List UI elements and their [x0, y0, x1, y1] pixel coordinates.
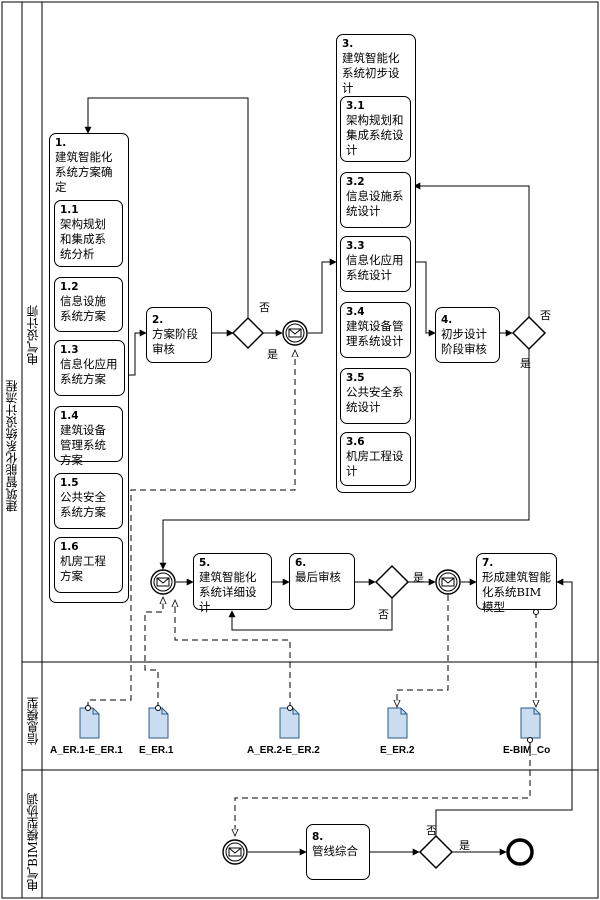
gateway-3 [374, 564, 410, 600]
task-1-4-num: 1.4 [60, 410, 79, 422]
data-object-d4-label: E_ER.2 [380, 745, 415, 756]
task-3-2-label: 信息设施系统设计 [346, 189, 404, 218]
task-3-3[interactable]: 3.3 信息化应用系统设计 [340, 236, 411, 292]
task-3-1[interactable]: 3.1 架构规划和集成系统设计 [340, 96, 411, 162]
task-3-3-label: 信息化应用系统设计 [346, 253, 404, 282]
task-2-num: 2. [152, 314, 164, 326]
message-event-4 [222, 839, 248, 865]
task-2-scheme-review[interactable]: 2. 方案阶段审核 [146, 307, 212, 363]
task-6-num: 6. [295, 557, 307, 569]
task-1-4[interactable]: 1.4 建筑设备管理系统方案 [54, 406, 123, 467]
gateway-2 [511, 315, 547, 351]
task-3-2-num: 3.2 [346, 176, 365, 188]
task-1-3-label: 信息化应用系统方案 [60, 357, 118, 386]
gateway-2-yes-label: 是 [520, 357, 531, 370]
task-1-5[interactable]: 1.5 公共安全系统方案 [54, 473, 123, 529]
task-3-4[interactable]: 3.4 建筑设备管理系统设计 [340, 302, 411, 358]
data-object-d4-icon [387, 707, 408, 739]
data-object-d3-label: A_ER.2-E_ER.2 [247, 745, 320, 756]
task-1-1-num: 1.1 [60, 204, 79, 216]
task-7-num: 7. [482, 557, 494, 569]
task-1-3-num: 1.3 [60, 344, 79, 356]
gateway-4 [418, 834, 454, 870]
gateway-1 [231, 316, 265, 350]
data-object-d2-icon [148, 707, 169, 739]
data-object-icons [79, 707, 541, 739]
task-7-bim-model[interactable]: 7. 形成建筑智能化系统BIM模型 [476, 553, 557, 614]
gateway-4-no-label: 否 [426, 824, 437, 837]
task-1-label: 建筑智能化系统方案确定 [55, 150, 113, 194]
task-5-detailed-design[interactable]: 5. 建筑智能化系统详细设计 [193, 553, 272, 614]
task-8-label: 管线综合 [312, 844, 358, 858]
task-3-5-label: 公共安全系统设计 [346, 385, 404, 414]
task-3-4-num: 3.4 [346, 306, 365, 318]
task-1-5-label: 公共安全系统方案 [60, 490, 106, 519]
data-object-d2-label: E_ER.1 [139, 745, 174, 756]
sequence-flows [84, 97, 573, 856]
task-3-2[interactable]: 3.2 信息设施系统设计 [340, 172, 411, 228]
task-3-5-num: 3.5 [346, 372, 365, 384]
lane-label-bim-coord: 电气BIM模型协调 [26, 793, 40, 891]
gateways [231, 315, 547, 870]
message-event-1 [282, 320, 308, 346]
gateway-1-no-label: 否 [259, 301, 270, 314]
task-3-1-label: 架构规划和集成系统设计 [346, 113, 404, 157]
task-1-2[interactable]: 1.2 信息设施系统方案 [54, 277, 123, 332]
task-3-6-label: 机房工程设计 [346, 449, 404, 478]
end-event [506, 838, 534, 866]
task-3-1-num: 3.1 [346, 100, 365, 112]
task-1-6-num: 1.6 [60, 541, 79, 553]
task-8-num: 8. [312, 831, 324, 843]
task-4-label: 初步设计阶段审核 [441, 327, 487, 356]
task-1-1[interactable]: 1.1 架构规划和集成系统分析 [54, 200, 123, 267]
task-1-2-num: 1.2 [60, 281, 79, 293]
task-1-3[interactable]: 1.3 信息化应用系统方案 [54, 340, 125, 396]
task-1-2-label: 信息设施系统方案 [60, 294, 106, 323]
gateway-2-no-label: 否 [540, 309, 551, 322]
task-1-5-num: 1.5 [60, 477, 79, 489]
task-5-label: 建筑智能化系统详细设计 [199, 570, 257, 614]
task-3-6[interactable]: 3.6 机房工程设计 [340, 432, 411, 486]
message-event-3 [435, 569, 461, 595]
task-1-num: 1. [55, 137, 67, 149]
data-object-d1-label: A_ER.1-E_ER.1 [50, 745, 123, 756]
data-object-d5-icon [520, 707, 541, 739]
task-1-6[interactable]: 1.6 机房工程方案 [54, 537, 123, 593]
task-3-label: 建筑智能化系统初步设计 [342, 51, 400, 95]
gateway-3-yes-label: 是 [413, 571, 424, 584]
data-object-d5-label: E-BIM_Co [503, 745, 551, 756]
message-event-2 [150, 569, 176, 595]
task-8-pipeline-integration[interactable]: 8. 管线综合 [306, 824, 370, 880]
task-7-label: 形成建筑智能化系统BIM模型 [482, 570, 551, 614]
data-object-d3-icon [279, 707, 300, 739]
task-3-5[interactable]: 3.5 公共安全系统设计 [340, 368, 411, 424]
task-6-label: 最后审核 [295, 570, 341, 584]
task-1-1-label: 架构规划和集成系统分析 [60, 217, 106, 261]
gateway-3-no-label: 否 [378, 608, 389, 621]
task-1-4-label: 建筑设备管理系统方案 [60, 423, 106, 467]
lane-label-electrical-designer: 电气设计师 [26, 305, 40, 365]
data-object-d1-icon [79, 707, 100, 739]
task-3-4-label: 建筑设备管理系统设计 [346, 319, 404, 348]
pool-title: 建筑智能化系统设计流程 [5, 380, 19, 512]
gateway-1-yes-label: 是 [267, 348, 278, 361]
task-3-3-num: 3.3 [346, 240, 365, 252]
task-3-num: 3. [342, 38, 354, 50]
data-associations [87, 350, 536, 836]
task-2-label: 方案阶段审核 [152, 327, 198, 356]
task-4-num: 4. [441, 314, 453, 326]
task-1-6-label: 机房工程方案 [60, 554, 106, 583]
lane-label-info-model: 信息模型 [26, 697, 40, 745]
data-object-folds [92, 708, 540, 715]
gateway-4-yes-label: 是 [459, 839, 470, 852]
task-5-num: 5. [199, 557, 211, 569]
task-3-6-num: 3.6 [346, 436, 365, 448]
task-4-preliminary-review[interactable]: 4. 初步设计阶段审核 [435, 307, 500, 363]
task-6-final-review[interactable]: 6. 最后审核 [289, 553, 355, 610]
